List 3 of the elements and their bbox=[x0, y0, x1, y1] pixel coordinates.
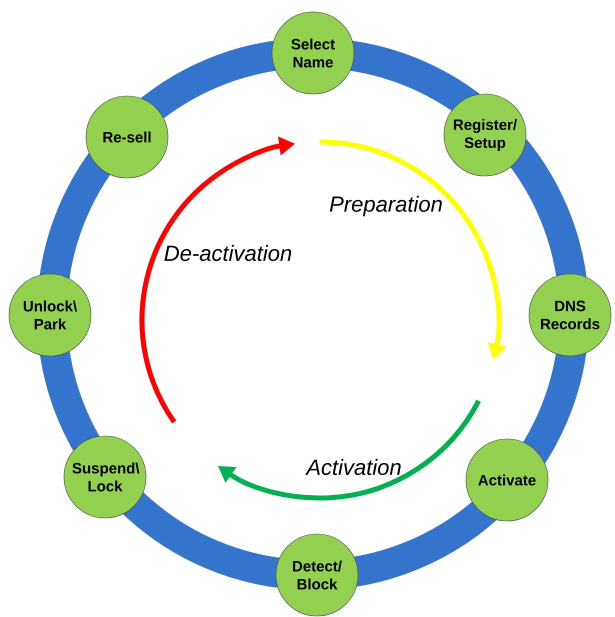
phase-label: Preparation bbox=[330, 196, 442, 216]
phase-label: De-activation bbox=[164, 244, 292, 262]
phase-label: Activation bbox=[305, 458, 401, 476]
